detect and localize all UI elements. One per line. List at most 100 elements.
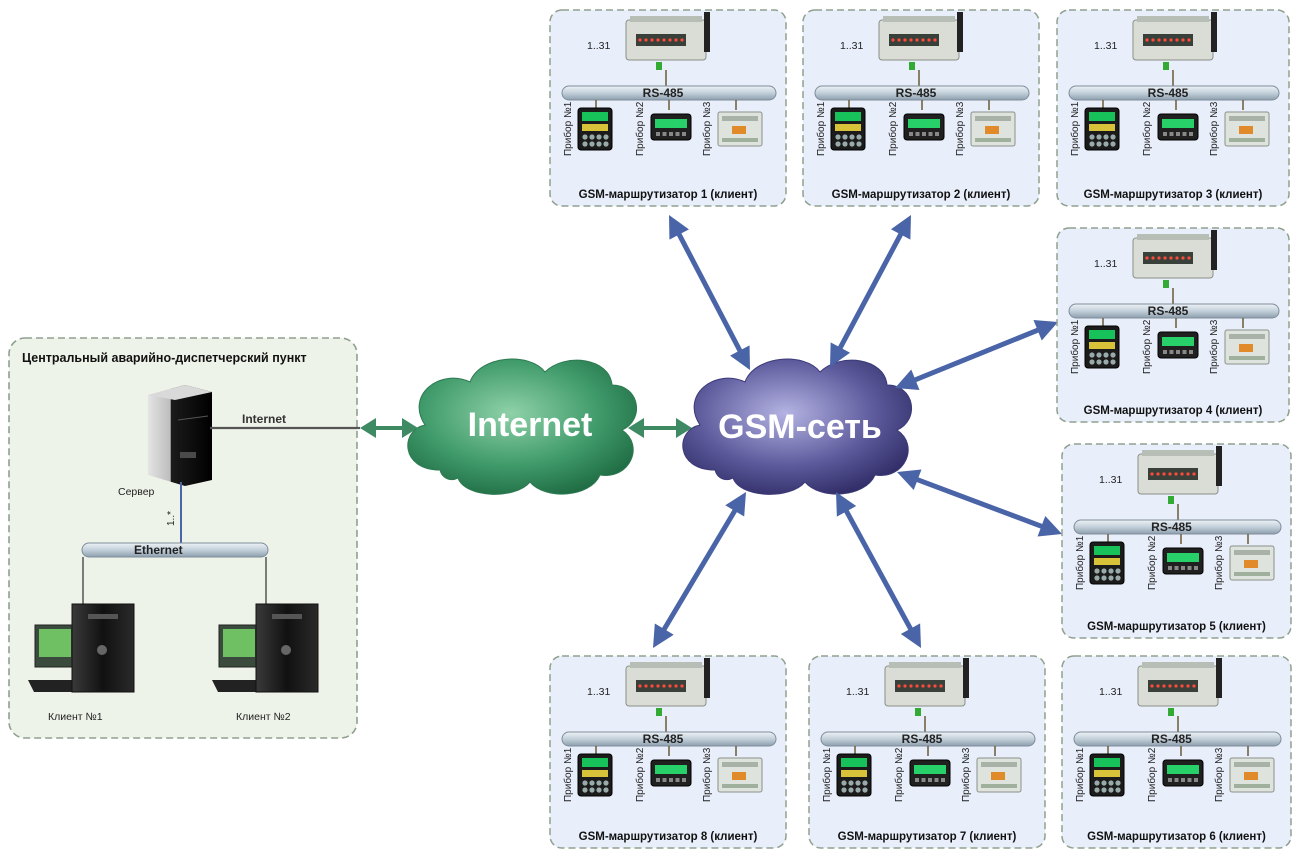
device-label: Прибор №2 [887, 101, 899, 156]
rs485-label: RS-485 [1151, 732, 1192, 746]
rs485-label: RS-485 [1148, 86, 1189, 100]
device-label: Прибор №3 [1208, 319, 1220, 374]
gsm-router-icon [625, 12, 710, 70]
gsm-router-icon [1137, 658, 1222, 716]
device-label: Прибор №1 [1069, 101, 1081, 156]
gsm-router-icon [1132, 12, 1217, 70]
rs485-bus [1073, 519, 1282, 535]
server-link-label: Internet [242, 412, 286, 426]
server-count-label: 1..* [166, 511, 177, 526]
device-label: Прибор №1 [1069, 319, 1081, 374]
device-label: Прибор №3 [1213, 535, 1225, 590]
router-caption: GSM-маршрутизатор 4 (клиент) [1084, 405, 1263, 417]
device-label: Прибор №3 [1208, 101, 1220, 156]
client-2-label: Клиент №2 [236, 711, 291, 723]
device-label: Прибор №2 [1146, 747, 1158, 802]
gsm-cloud [682, 358, 912, 495]
device-label: Прибор №2 [1141, 319, 1153, 374]
gsm-double-arrow [895, 320, 1058, 390]
device-label: Прибор №1 [815, 101, 827, 156]
central-station: Центральный аварийно-диспетчерский пункт… [8, 337, 360, 739]
ethernet-label: Ethernet [134, 543, 183, 557]
router-caption: GSM-маршрутизатор 2 (клиент) [832, 189, 1011, 201]
internet-cloud [407, 358, 637, 495]
ethernet-bus [81, 542, 269, 558]
address-range-label: 1..31 [1094, 40, 1118, 52]
gsm-router-icon [1132, 230, 1217, 288]
gsm-router-icon [884, 658, 969, 716]
rs485-label: RS-485 [643, 732, 684, 746]
server-label: Сервер [118, 486, 155, 498]
device-label: Прибор №2 [893, 747, 905, 802]
router-caption: GSM-маршрутизатор 8 (клиент) [579, 831, 758, 843]
device-label: Прибор №1 [562, 747, 574, 802]
rs485-label: RS-485 [1151, 520, 1192, 534]
router-caption: GSM-маршрутизатор 3 (клиент) [1084, 189, 1263, 201]
server-icon [148, 385, 212, 486]
router-panel-frame [802, 9, 1040, 207]
address-range-label: 1..31 [846, 686, 870, 698]
device-label: Прибор №1 [1074, 747, 1086, 802]
gsm-cloud-label: GSM-сеть [718, 408, 882, 446]
gsm-double-arrow [669, 215, 750, 370]
address-range-label: 1..31 [1099, 474, 1123, 486]
device-label: Прибор №2 [1146, 535, 1158, 590]
gsm-router-icon [625, 658, 710, 716]
gsm-double-arrow [897, 469, 1062, 537]
rs485-label: RS-485 [643, 86, 684, 100]
rs485-bus [1068, 303, 1280, 319]
client-pc-icon [28, 603, 135, 693]
address-range-label: 1..31 [1099, 686, 1123, 698]
rs485-label: RS-485 [1148, 304, 1189, 318]
gsm-double-arrow [836, 492, 921, 648]
address-range-label: 1..31 [840, 40, 864, 52]
connector-arrow-internet-left [360, 418, 418, 438]
gsm-double-arrow [653, 492, 746, 648]
client-pc-icon [212, 603, 319, 693]
device-label: Прибор №3 [701, 101, 713, 156]
address-range-label: 1..31 [587, 686, 611, 698]
gsm-double-arrow [830, 215, 911, 367]
device-label: Прибор №1 [821, 747, 833, 802]
router-panel-frame [1056, 9, 1290, 207]
device-label: Прибор №3 [701, 747, 713, 802]
device-label: Прибор №2 [1141, 101, 1153, 156]
device-label: Прибор №3 [954, 101, 966, 156]
rs485-label: RS-485 [902, 732, 943, 746]
rs485-label: RS-485 [896, 86, 937, 100]
address-range-label: 1..31 [1094, 258, 1118, 270]
address-range-label: 1..31 [587, 40, 611, 52]
device-label: Прибор №1 [1074, 535, 1086, 590]
connector-arrow-internet-gsm [628, 418, 692, 438]
router-caption: GSM-маршрутизатор 5 (клиент) [1087, 621, 1266, 633]
device-label: Прибор №1 [562, 101, 574, 156]
router-panel-frame [1056, 227, 1290, 423]
router-panel-frame [549, 655, 787, 849]
router-caption: GSM-маршрутизатор 1 (клиент) [579, 189, 758, 201]
device-label: Прибор №3 [960, 747, 972, 802]
gsm-router-icon [1137, 446, 1222, 504]
router-panel-frame [808, 655, 1046, 849]
device-label: Прибор №2 [634, 101, 646, 156]
router-panel-frame [549, 9, 787, 207]
client-1-label: Клиент №1 [48, 711, 103, 723]
rs485-bus [1068, 85, 1280, 101]
rs485-bus [1073, 731, 1282, 747]
internet-cloud-label: Internet [468, 406, 593, 444]
router-caption: GSM-маршрутизатор 6 (клиент) [1087, 831, 1266, 843]
gsm-router-icon [878, 12, 963, 70]
router-panel-frame [1061, 655, 1292, 849]
device-label: Прибор №3 [1213, 747, 1225, 802]
router-panel-frame [1061, 443, 1292, 639]
gsm-links [653, 215, 1062, 648]
router-caption: GSM-маршрутизатор 7 (клиент) [838, 831, 1017, 843]
